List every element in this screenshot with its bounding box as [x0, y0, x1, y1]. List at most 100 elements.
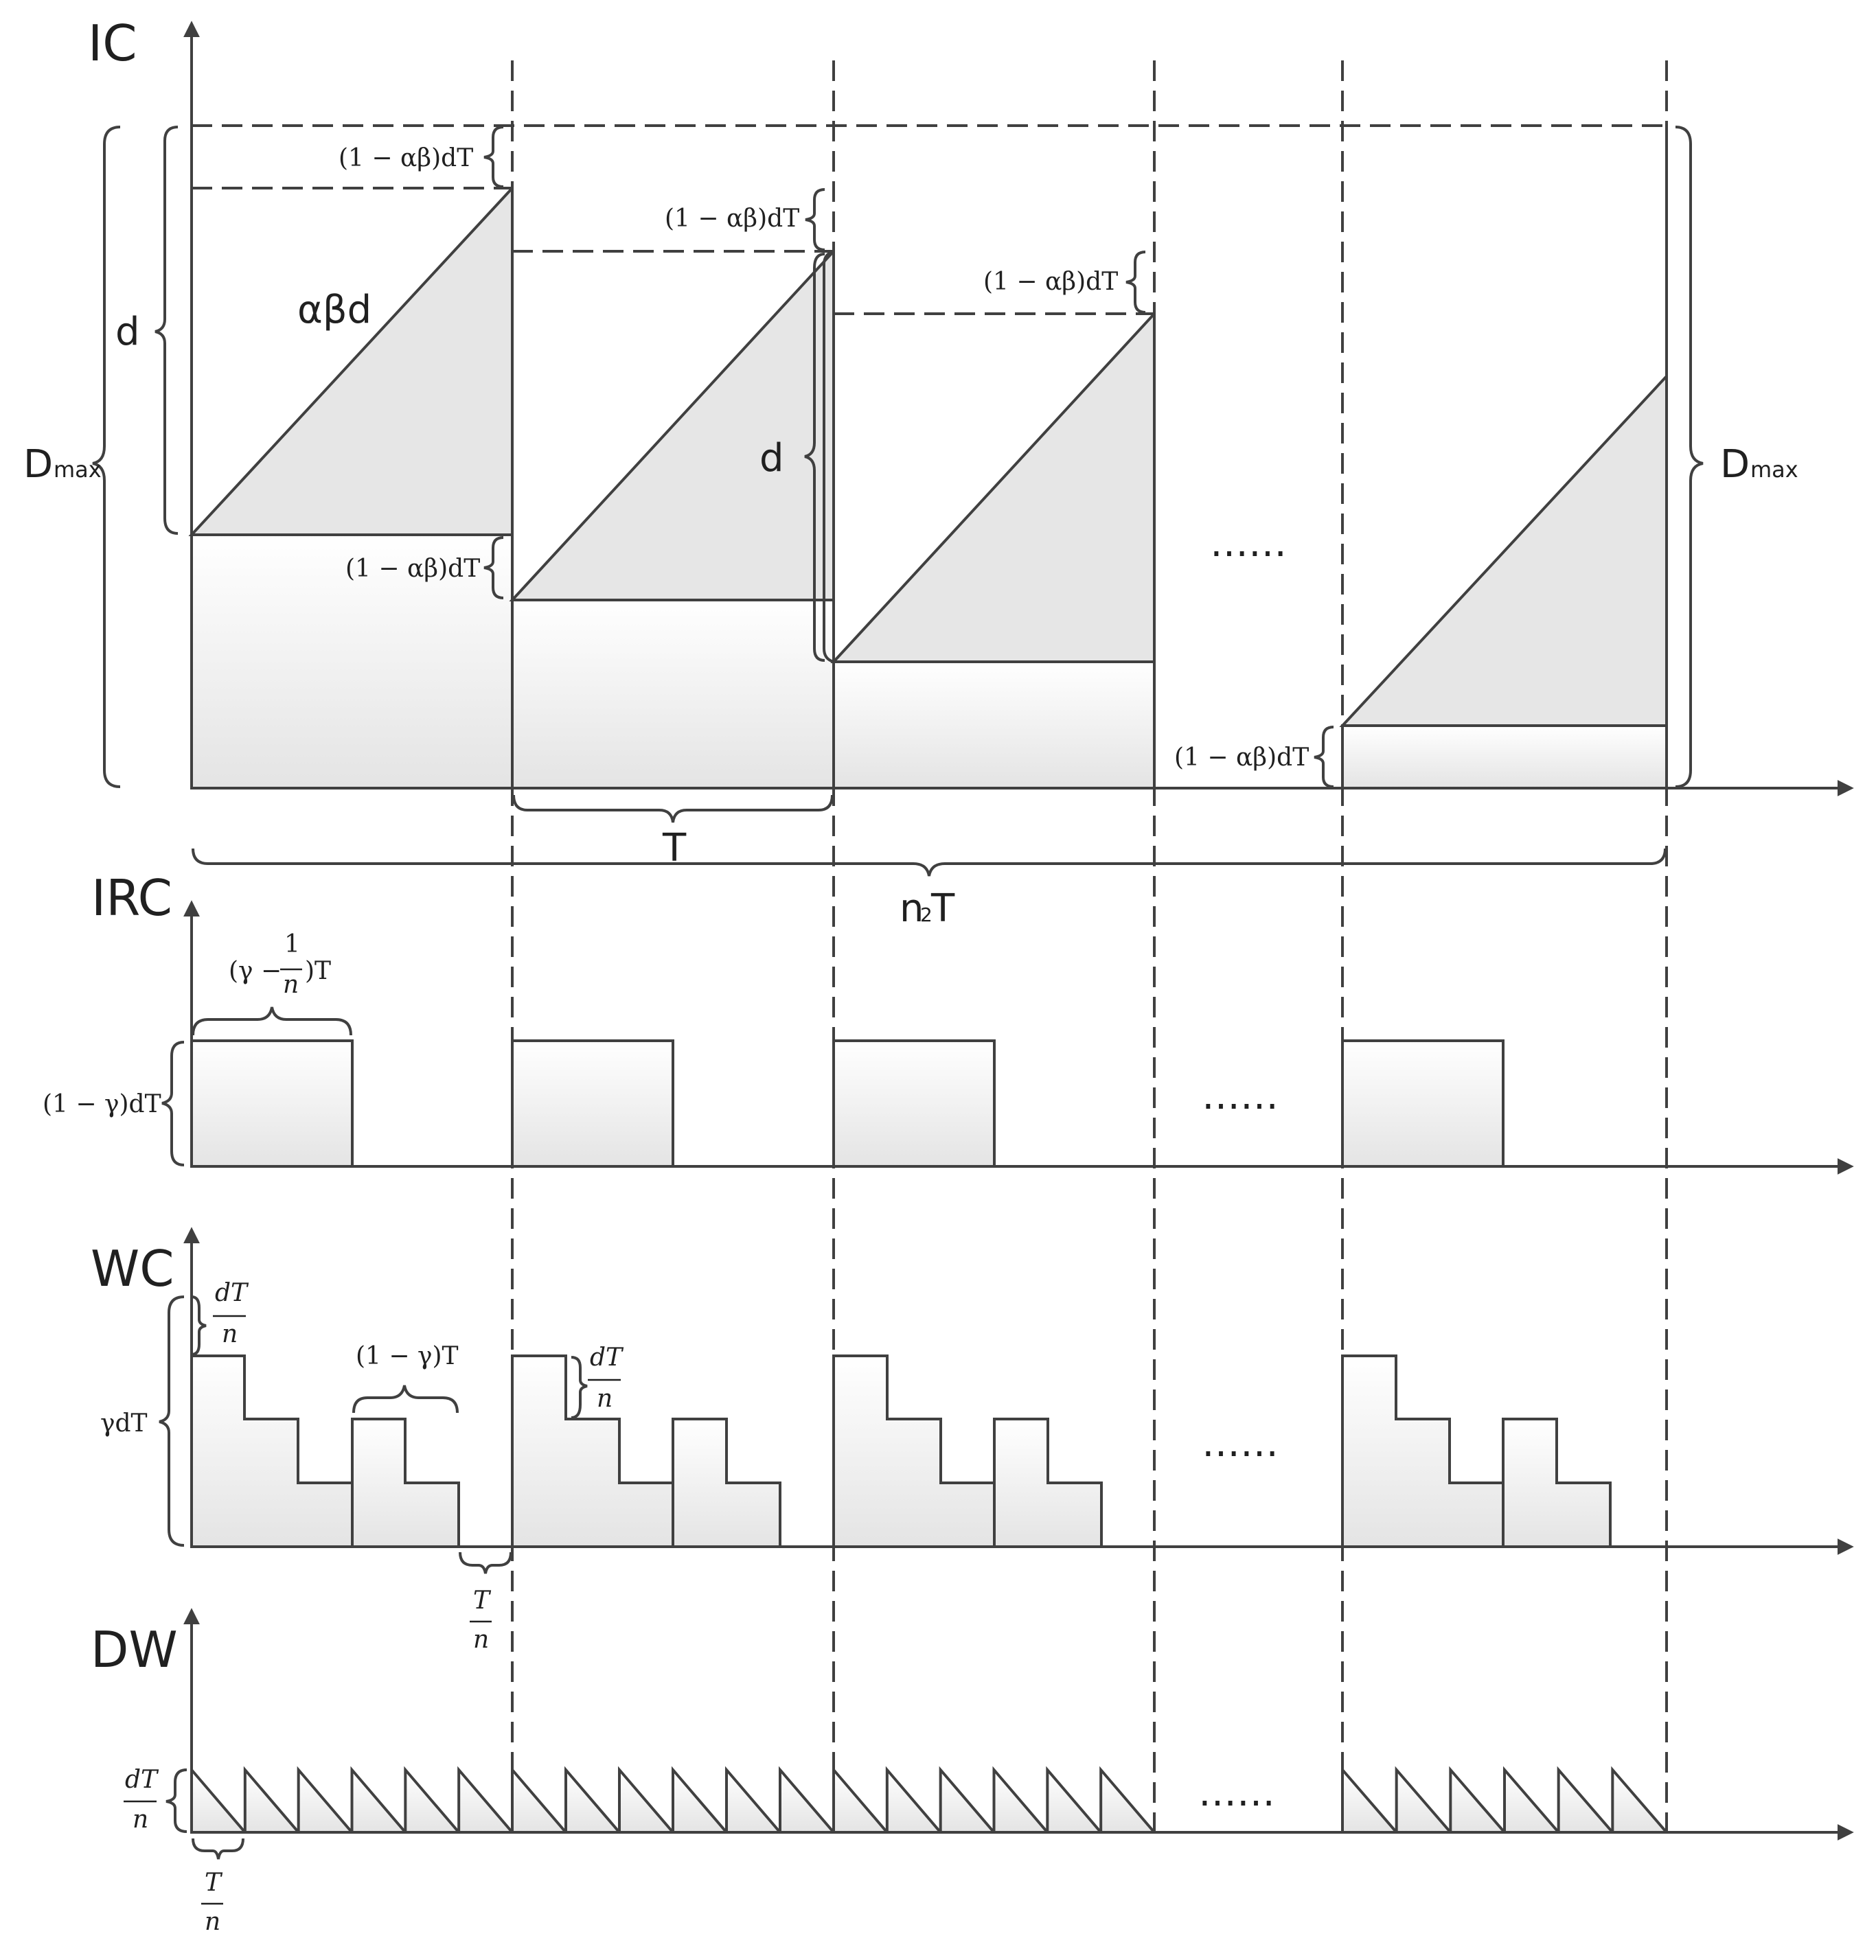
ic-base-1 [190, 533, 514, 789]
dw-tooth-4 [350, 1766, 409, 1834]
dw-tooth-14 [885, 1766, 944, 1834]
irc-width-suffix: )T [305, 957, 331, 985]
ic-loss-brace-3 [1125, 251, 1146, 314]
ic-dmax-right-brace [1675, 126, 1704, 788]
ic-ellipsis: …… [1210, 521, 1287, 566]
wc-staircase-3 [511, 1354, 674, 1548]
irc-panel: IRC (γ − 1 n )T (1 − γ)dT …… [43, 869, 1854, 1175]
ic-loss-label-2: (1 − αβ)dT [665, 205, 799, 233]
wc-gap-denominator: n [473, 1626, 489, 1654]
ic-period-label: T [662, 826, 687, 871]
ic-triangle-4 [1339, 372, 1668, 727]
dw-height-denominator: n [133, 1806, 148, 1834]
wc-step-brace-2 [571, 1356, 588, 1419]
irc-pulse-3 [832, 1039, 996, 1168]
irc-width-numerator: 1 [284, 930, 300, 958]
dw-period-brace [192, 1838, 244, 1860]
wc-ellipsis: …… [1202, 1421, 1279, 1466]
dw-tooth-21 [1449, 1766, 1508, 1834]
wc-staircase-1 [190, 1354, 354, 1548]
ic-d-mid-label: d [759, 436, 784, 481]
ic-dmax-left-brace [92, 126, 121, 788]
ic-triangle-1 [188, 184, 514, 536]
dw-height-brace [165, 1768, 187, 1833]
wc-staircase-5 [832, 1354, 996, 1548]
ic-loss-label-1: (1 − αβ)dT [339, 144, 473, 172]
dw-tooth-7 [511, 1766, 569, 1834]
wc-period-4 [1341, 1354, 1612, 1548]
wc-gap-numerator: T [473, 1587, 492, 1615]
dw-height-numerator: dT [125, 1766, 159, 1794]
irc-pulse-4 [1341, 1039, 1505, 1168]
ic-loss-brace-5 [1314, 726, 1334, 788]
dw-tooth-18 [1099, 1766, 1158, 1834]
wc-period-2 [511, 1354, 781, 1548]
dw-tooth-10 [672, 1766, 730, 1834]
ic-loss-label-4: (1 − αβ)dT [345, 555, 480, 583]
dw-tooth-13 [832, 1766, 891, 1834]
ic-abd-label: αβd [297, 288, 371, 332]
irc-height-label: (1 − γ)dT [43, 1090, 161, 1118]
irc-panel-title: IRC [91, 869, 172, 927]
wc-step-denominator-2: n [597, 1385, 613, 1413]
dw-tooth-1 [190, 1766, 249, 1834]
dw-tooth-19 [1341, 1766, 1400, 1834]
ic-dmax-left-label: D [23, 442, 53, 487]
dw-tooth-16 [992, 1766, 1051, 1834]
wc-panel: WC dT n dT n (1 − γ)T γdT T n …… [91, 1227, 1854, 1654]
dw-tooth-6 [457, 1766, 516, 1834]
wc-gap-brace [459, 1552, 512, 1574]
ic-base-2 [511, 599, 835, 789]
dw-ellipsis: …… [1198, 1771, 1275, 1815]
wc-gap-width-brace [352, 1385, 459, 1414]
dw-period-numerator: T [205, 1869, 223, 1897]
ic-loss-brace-2 [805, 188, 825, 251]
ic-total-label-n: n [900, 886, 924, 931]
ic-step-2 [823, 250, 834, 663]
ic-loss-label-5: (1 − αβ)dT [1174, 743, 1309, 772]
wc-step-brace-1 [191, 1295, 207, 1356]
wc-height-brace [159, 1295, 185, 1547]
ic-dmax-box [190, 124, 1668, 789]
irc-width-prefix: (γ − [229, 957, 282, 985]
wc-panel-title: WC [91, 1240, 174, 1298]
dw-tooth-24 [1611, 1766, 1670, 1834]
dw-tooth-8 [564, 1766, 623, 1834]
dw-tooth-9 [618, 1766, 676, 1834]
wc-step-numerator-1: dT [215, 1279, 249, 1307]
ic-triangle-2 [509, 247, 835, 601]
irc-height-brace [161, 1041, 185, 1166]
wc-period-3 [832, 1354, 1103, 1548]
wc-step-denominator-1: n [222, 1320, 238, 1348]
wc-gap-width-label: (1 − γ)T [356, 1342, 459, 1370]
dw-period-denominator: n [205, 1908, 220, 1936]
ic-triangle-3 [830, 310, 1156, 663]
dw-tooth-22 [1503, 1766, 1562, 1834]
ic-panel: IC (1 − αβ)dT (1 − αβ)dT (1 − αβ)dT (1 −… [23, 14, 1854, 931]
irc-width-denominator: n [283, 971, 299, 999]
wc-staircase-8 [1502, 1418, 1612, 1548]
wc-staircase-6 [993, 1418, 1103, 1548]
dw-sawtooth [190, 1766, 1670, 1834]
dw-tooth-2 [243, 1766, 302, 1834]
ic-total-brace [192, 848, 1667, 877]
ic-period-brace [512, 794, 834, 823]
ic-total-label-t: T [930, 886, 955, 931]
ic-dmax-left-subscript: max [54, 457, 102, 483]
dw-tooth-12 [779, 1766, 837, 1834]
wc-staircase-4 [672, 1418, 781, 1548]
ic-loss-brace-1 [483, 126, 504, 188]
dw-tooth-11 [725, 1766, 783, 1834]
ic-panel-title: IC [88, 14, 137, 72]
ic-d-left-brace [155, 126, 179, 535]
ic-loss-brace-4 [483, 536, 504, 599]
wc-step-numerator-2: dT [590, 1344, 624, 1372]
dw-tooth-3 [297, 1766, 355, 1834]
ic-base-4 [1341, 724, 1668, 789]
dw-tooth-17 [1046, 1766, 1104, 1834]
wc-staircase-2 [351, 1418, 460, 1548]
ic-base-3 [832, 660, 1156, 789]
period-boundaries [511, 60, 1668, 1832]
dw-panel: DW dT n T n …… [91, 1608, 1854, 1936]
